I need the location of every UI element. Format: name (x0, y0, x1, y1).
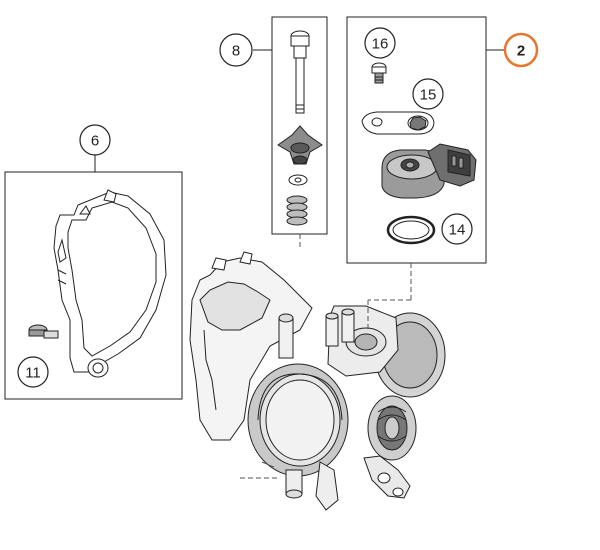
callout-8: 8 (219, 33, 253, 67)
callout-label: 11 (25, 365, 41, 382)
callout-16: 16 (364, 27, 396, 59)
group-box-2 (346, 16, 505, 264)
callout-6: 6 (79, 124, 111, 156)
small-bolt-part (28, 324, 59, 339)
callout-label: 14 (449, 222, 466, 239)
callout-label: 15 (420, 87, 437, 104)
screw-part (371, 62, 387, 84)
star-knob-part (277, 125, 323, 165)
group-box-6 (4, 155, 183, 400)
cover-bracket-part (53, 189, 167, 378)
callout-11: 11 (17, 356, 49, 388)
callout-14: 14 (441, 213, 473, 245)
bolt-part (290, 30, 310, 114)
position-sensor-part (381, 143, 477, 199)
callout-label: 16 (372, 36, 389, 53)
callout-label: 2 (517, 43, 525, 60)
spring-part (286, 195, 308, 226)
callout-label: 6 (91, 133, 99, 150)
callout-15: 15 (412, 78, 444, 110)
throttle-body (189, 251, 446, 511)
callout-2-highlighted: 2 (503, 32, 539, 68)
callout-label: 8 (232, 43, 240, 60)
lever-plate-part (361, 111, 435, 135)
o-ring-part (386, 215, 436, 245)
leader-lines (240, 234, 412, 479)
